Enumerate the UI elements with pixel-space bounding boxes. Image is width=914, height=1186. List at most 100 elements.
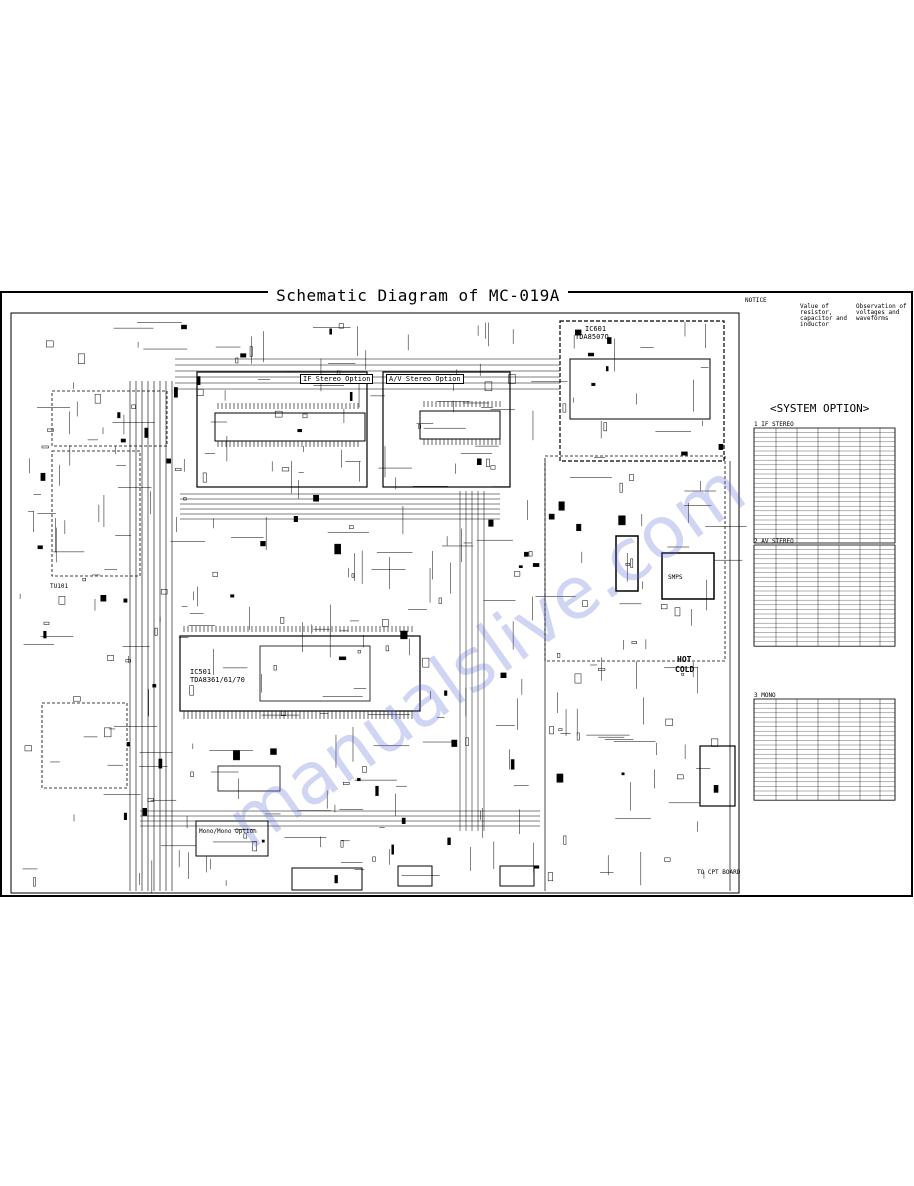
component (362, 766, 367, 773)
component (476, 458, 482, 465)
component (100, 594, 107, 602)
component (556, 652, 561, 658)
component (576, 523, 582, 532)
component (621, 772, 625, 776)
component (465, 737, 469, 746)
component (605, 366, 609, 372)
component (418, 424, 421, 429)
component (524, 551, 529, 557)
component (603, 422, 607, 432)
component (197, 388, 204, 396)
component (401, 817, 406, 824)
main-ic-part: TDA8361/61/70 (190, 676, 245, 684)
table1-title: 1 IF STEREO (754, 421, 794, 428)
component (532, 563, 540, 567)
component (400, 630, 408, 640)
component (24, 745, 32, 752)
schematic-sheet: manualslive.com (0, 291, 914, 898)
component (514, 571, 521, 577)
component (202, 472, 207, 483)
component-group (24, 323, 724, 887)
component (591, 382, 596, 386)
component (574, 673, 582, 684)
component (82, 577, 87, 582)
component (77, 353, 85, 364)
component (338, 323, 344, 329)
component (297, 429, 302, 433)
page-title: Schematic Diagram of MC-019A (268, 285, 568, 307)
component (43, 630, 47, 639)
component (549, 726, 554, 735)
component (123, 598, 128, 603)
component (183, 497, 187, 501)
ic601-body (569, 358, 711, 420)
mono-option-label: Mono/Mono Option (199, 828, 257, 835)
component (260, 541, 266, 547)
component (41, 445, 49, 449)
component (197, 376, 201, 385)
component (422, 657, 430, 668)
component (158, 758, 163, 769)
component (47, 428, 54, 432)
hot-label: HOT (677, 655, 692, 664)
component (677, 774, 684, 780)
component (144, 427, 149, 438)
component (152, 684, 157, 688)
component (293, 516, 298, 522)
av-stereo-label: A/V Stereo Option (386, 374, 464, 384)
fbt-block (699, 745, 736, 807)
component (131, 404, 136, 409)
component (486, 458, 490, 467)
component (681, 451, 688, 456)
component (240, 353, 247, 358)
component (274, 410, 283, 418)
table3-title: 3 MONO (754, 692, 776, 699)
component (181, 324, 187, 330)
component (547, 872, 553, 882)
component (548, 513, 555, 520)
component (558, 501, 565, 511)
component (562, 403, 567, 413)
component (280, 617, 285, 624)
component (619, 482, 623, 493)
component (631, 641, 637, 644)
component (189, 685, 194, 696)
ic601-label: IC601 (585, 325, 607, 333)
to-cpt-label: TO CPT BOARD (697, 869, 741, 876)
component (711, 738, 719, 747)
table2-title: 2 AV STEREO (754, 538, 794, 545)
system-option-title: <SYSTEM OPTION> (770, 402, 870, 415)
component (147, 798, 154, 802)
component (154, 627, 158, 636)
component (120, 438, 126, 443)
ic601-block (559, 320, 725, 462)
component (126, 742, 130, 747)
component (490, 465, 496, 470)
component (447, 837, 451, 846)
tuner-block (51, 450, 141, 577)
component (444, 690, 448, 696)
component (556, 773, 564, 783)
rca-connector-1 (397, 865, 433, 887)
component (488, 519, 494, 527)
main-ic-label: IC501 (190, 668, 212, 676)
power-ic (615, 535, 639, 592)
component (125, 659, 132, 663)
component (46, 340, 54, 348)
rca-connector-2 (499, 865, 535, 887)
component (664, 857, 671, 862)
transformer (661, 552, 715, 600)
component (351, 573, 355, 578)
component (243, 833, 248, 839)
component (385, 645, 389, 652)
observation-head: Observation of voltages and waveforms (856, 303, 907, 322)
component (40, 472, 46, 481)
resistor-head: Value of resistor, capacitor and inducto… (800, 303, 847, 328)
component (518, 565, 523, 568)
component (270, 748, 277, 755)
component (249, 346, 253, 357)
component (340, 839, 344, 848)
scart-connector (291, 867, 363, 891)
notice-head: NOTICE (745, 297, 767, 304)
smps-label: SMPS (668, 574, 683, 581)
